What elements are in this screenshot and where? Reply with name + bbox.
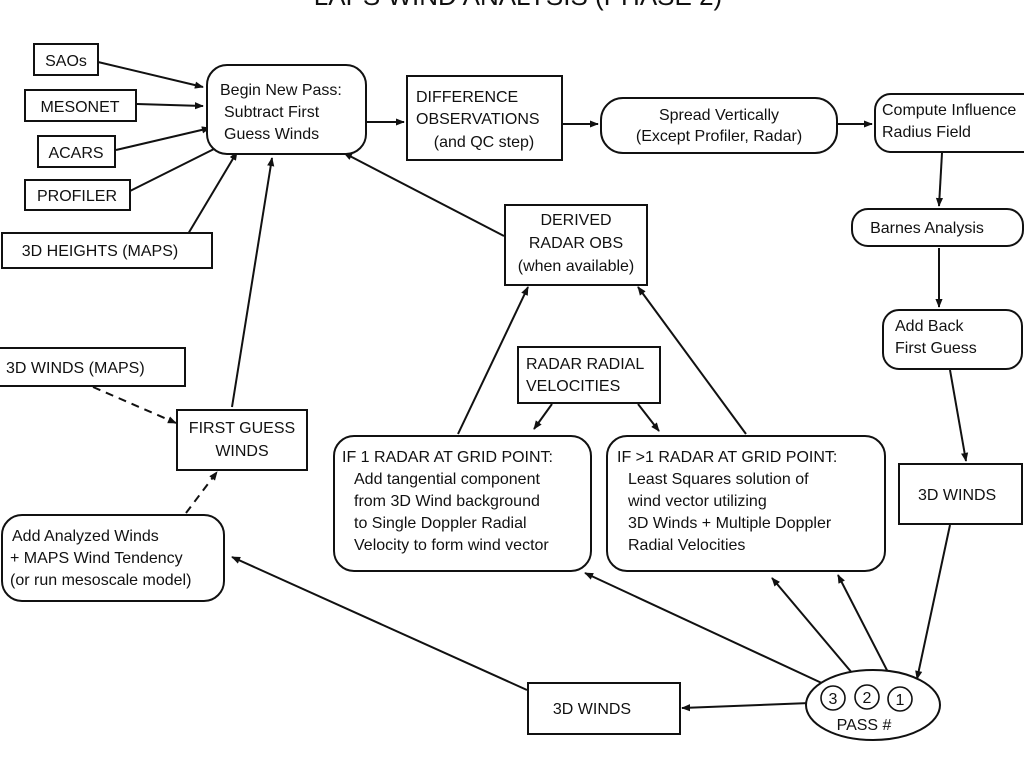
node-barnes-analysis: Barnes Analysis [851, 208, 1024, 247]
node-barnes-analysis-line-1: Barnes Analysis [870, 220, 984, 237]
edge-windsmaps-firstguess [92, 386, 177, 424]
node-radar-radial-velocities-line-1: RADAR RADIAL [526, 356, 644, 373]
node-acars-line-1: ACARS [48, 145, 103, 162]
node-multi-radar-line-3: wind vector utilizing [627, 493, 767, 510]
edge-firstguess-begin [231, 157, 275, 408]
node-multi-radar-line-1: IF >1 RADAR AT GRID POINT: [617, 449, 837, 466]
node-influence-radius-line-1: Compute Influence [882, 102, 1016, 119]
node-3d-winds-maps-line-1: 3D WINDS (MAPS) [6, 360, 145, 377]
node-add-analyzed-winds-line-1: Add Analyzed Winds [12, 528, 159, 545]
pass-3-circle: 3 [820, 685, 846, 711]
node-difference-obs: DIFFERENCE OBSERVATIONS (and QC step) [406, 75, 563, 161]
edge-pass1-multi [837, 574, 893, 681]
node-derived-radar-obs-line-2: RADAR OBS [529, 235, 623, 252]
node-first-guess-winds-line-1: FIRST GUESS [189, 420, 295, 437]
node-influence-radius-line-2: Radius Field [882, 124, 971, 141]
edge-mesonet-begin [136, 102, 204, 110]
edge-analyzed-firstguess [185, 471, 218, 514]
node-multi-radar-line-2: Least Squares solution of [628, 471, 809, 488]
pass-2-label: 2 [863, 690, 872, 707]
node-multi-radar-line-5: Radial Velocities [628, 537, 745, 554]
pass-1-label: 1 [896, 692, 905, 709]
node-add-analyzed-winds-line-3: (or run mesoscale model) [10, 572, 191, 589]
node-radar-radial-velocities: RADAR RADIAL VELOCITIES [517, 346, 661, 404]
node-begin-pass: Begin New Pass: Subtract First Guess Win… [206, 64, 367, 155]
node-add-back: Add Back First Guess [882, 309, 1023, 370]
node-add-analyzed-winds-line-2: + MAPS Wind Tendency [10, 550, 183, 567]
pass-1-circle: 1 [887, 686, 913, 712]
node-radar-radial-velocities-line-2: VELOCITIES [526, 378, 620, 395]
node-one-radar: IF 1 RADAR AT GRID POINT: Add tangential… [333, 435, 592, 572]
node-3d-winds-right: 3D WINDS [898, 463, 1023, 525]
node-difference-obs-line-3: (and QC step) [434, 134, 534, 151]
edge-derived-begin [343, 152, 505, 237]
edge-winds-pass [915, 524, 951, 680]
node-spread-vertically-line-2: (Except Profiler, Radar) [636, 128, 802, 145]
node-one-radar-line-5: Velocity to form wind vector [354, 537, 549, 554]
edge-radial-one [533, 403, 553, 430]
node-one-radar-line-1: IF 1 RADAR AT GRID POINT: [342, 449, 553, 466]
node-derived-radar-obs: DERIVED RADAR OBS (when available) [504, 204, 648, 286]
node-profiler-line-1: PROFILER [37, 188, 117, 205]
edges [92, 61, 969, 712]
node-first-guess-winds-line-2: WINDS [215, 443, 268, 460]
node-difference-obs-line-1: DIFFERENCE [416, 89, 518, 106]
node-multi-radar-line-4: 3D Winds + Multiple Doppler [628, 515, 832, 532]
edge-profiler-begin [129, 144, 223, 192]
edge-winds-bottom-analyzed [231, 556, 528, 691]
node-derived-radar-obs-line-3: (when available) [518, 258, 635, 275]
node-one-radar-line-3: from 3D Wind background [354, 493, 540, 510]
node-add-analyzed-winds: Add Analyzed Winds + MAPS Wind Tendency … [1, 514, 225, 602]
node-heights-maps-line-1: 3D HEIGHTS (MAPS) [22, 243, 178, 260]
edge-acars-begin [115, 126, 211, 151]
node-multi-radar: IF >1 RADAR AT GRID POINT: Least Squares… [606, 435, 886, 572]
edge-addback-winds [949, 369, 969, 462]
pass-number-label: PASS # [837, 717, 892, 734]
node-saos-line-1: SAOs [45, 53, 87, 70]
edge-pass2-multi [771, 577, 859, 681]
node-influence-radius: Compute Influence Radius Field [874, 93, 1024, 153]
node-3d-winds-bottom: 3D WINDS [527, 682, 681, 735]
node-spread-vertically-line-1: Spread Vertically [659, 107, 779, 124]
edge-pass-winds-bottom [681, 702, 811, 712]
node-begin-pass-line-3: Guess Winds [224, 126, 319, 143]
pass-selector: 3 2 1 PASS # [805, 669, 941, 741]
node-begin-pass-line-2: Subtract First [224, 104, 320, 121]
node-saos: SAOs [33, 43, 99, 76]
node-add-back-line-1: Add Back [895, 318, 964, 335]
edge-saos-begin [97, 61, 204, 89]
edge-influence-barnes [935, 152, 944, 207]
node-derived-radar-obs-line-1: DERIVED [540, 212, 611, 229]
pass-2-circle: 2 [854, 684, 880, 710]
edge-multi-derived [637, 286, 747, 435]
node-mesonet-line-1: MESONET [40, 99, 119, 116]
diagram-title: LAPS WIND ANALYSIS (PHASE 2) [314, 0, 722, 11]
node-3d-winds-maps: 3D WINDS (MAPS) [0, 347, 186, 387]
node-3d-winds-right-line-1: 3D WINDS [918, 487, 996, 504]
node-acars: ACARS [37, 135, 116, 168]
node-difference-obs-line-2: OBSERVATIONS [416, 111, 540, 128]
edge-pass3-one [584, 572, 827, 686]
node-mesonet: MESONET [24, 89, 137, 122]
edge-radial-multi [637, 403, 660, 432]
node-heights-maps: 3D HEIGHTS (MAPS) [1, 232, 213, 269]
node-add-back-line-2: First Guess [895, 340, 977, 357]
node-first-guess-winds: FIRST GUESS WINDS [176, 409, 308, 471]
node-begin-pass-line-1: Begin New Pass: [220, 82, 342, 99]
node-one-radar-line-4: to Single Doppler Radial [354, 515, 527, 532]
node-3d-winds-bottom-line-1: 3D WINDS [553, 701, 631, 718]
edge-heights-begin [187, 151, 238, 235]
pass-3-label: 3 [829, 691, 838, 708]
node-spread-vertically: Spread Vertically (Except Profiler, Rada… [600, 97, 838, 154]
node-profiler: PROFILER [24, 179, 131, 211]
node-one-radar-line-2: Add tangential component [354, 471, 540, 488]
edge-one-derived [457, 286, 529, 435]
